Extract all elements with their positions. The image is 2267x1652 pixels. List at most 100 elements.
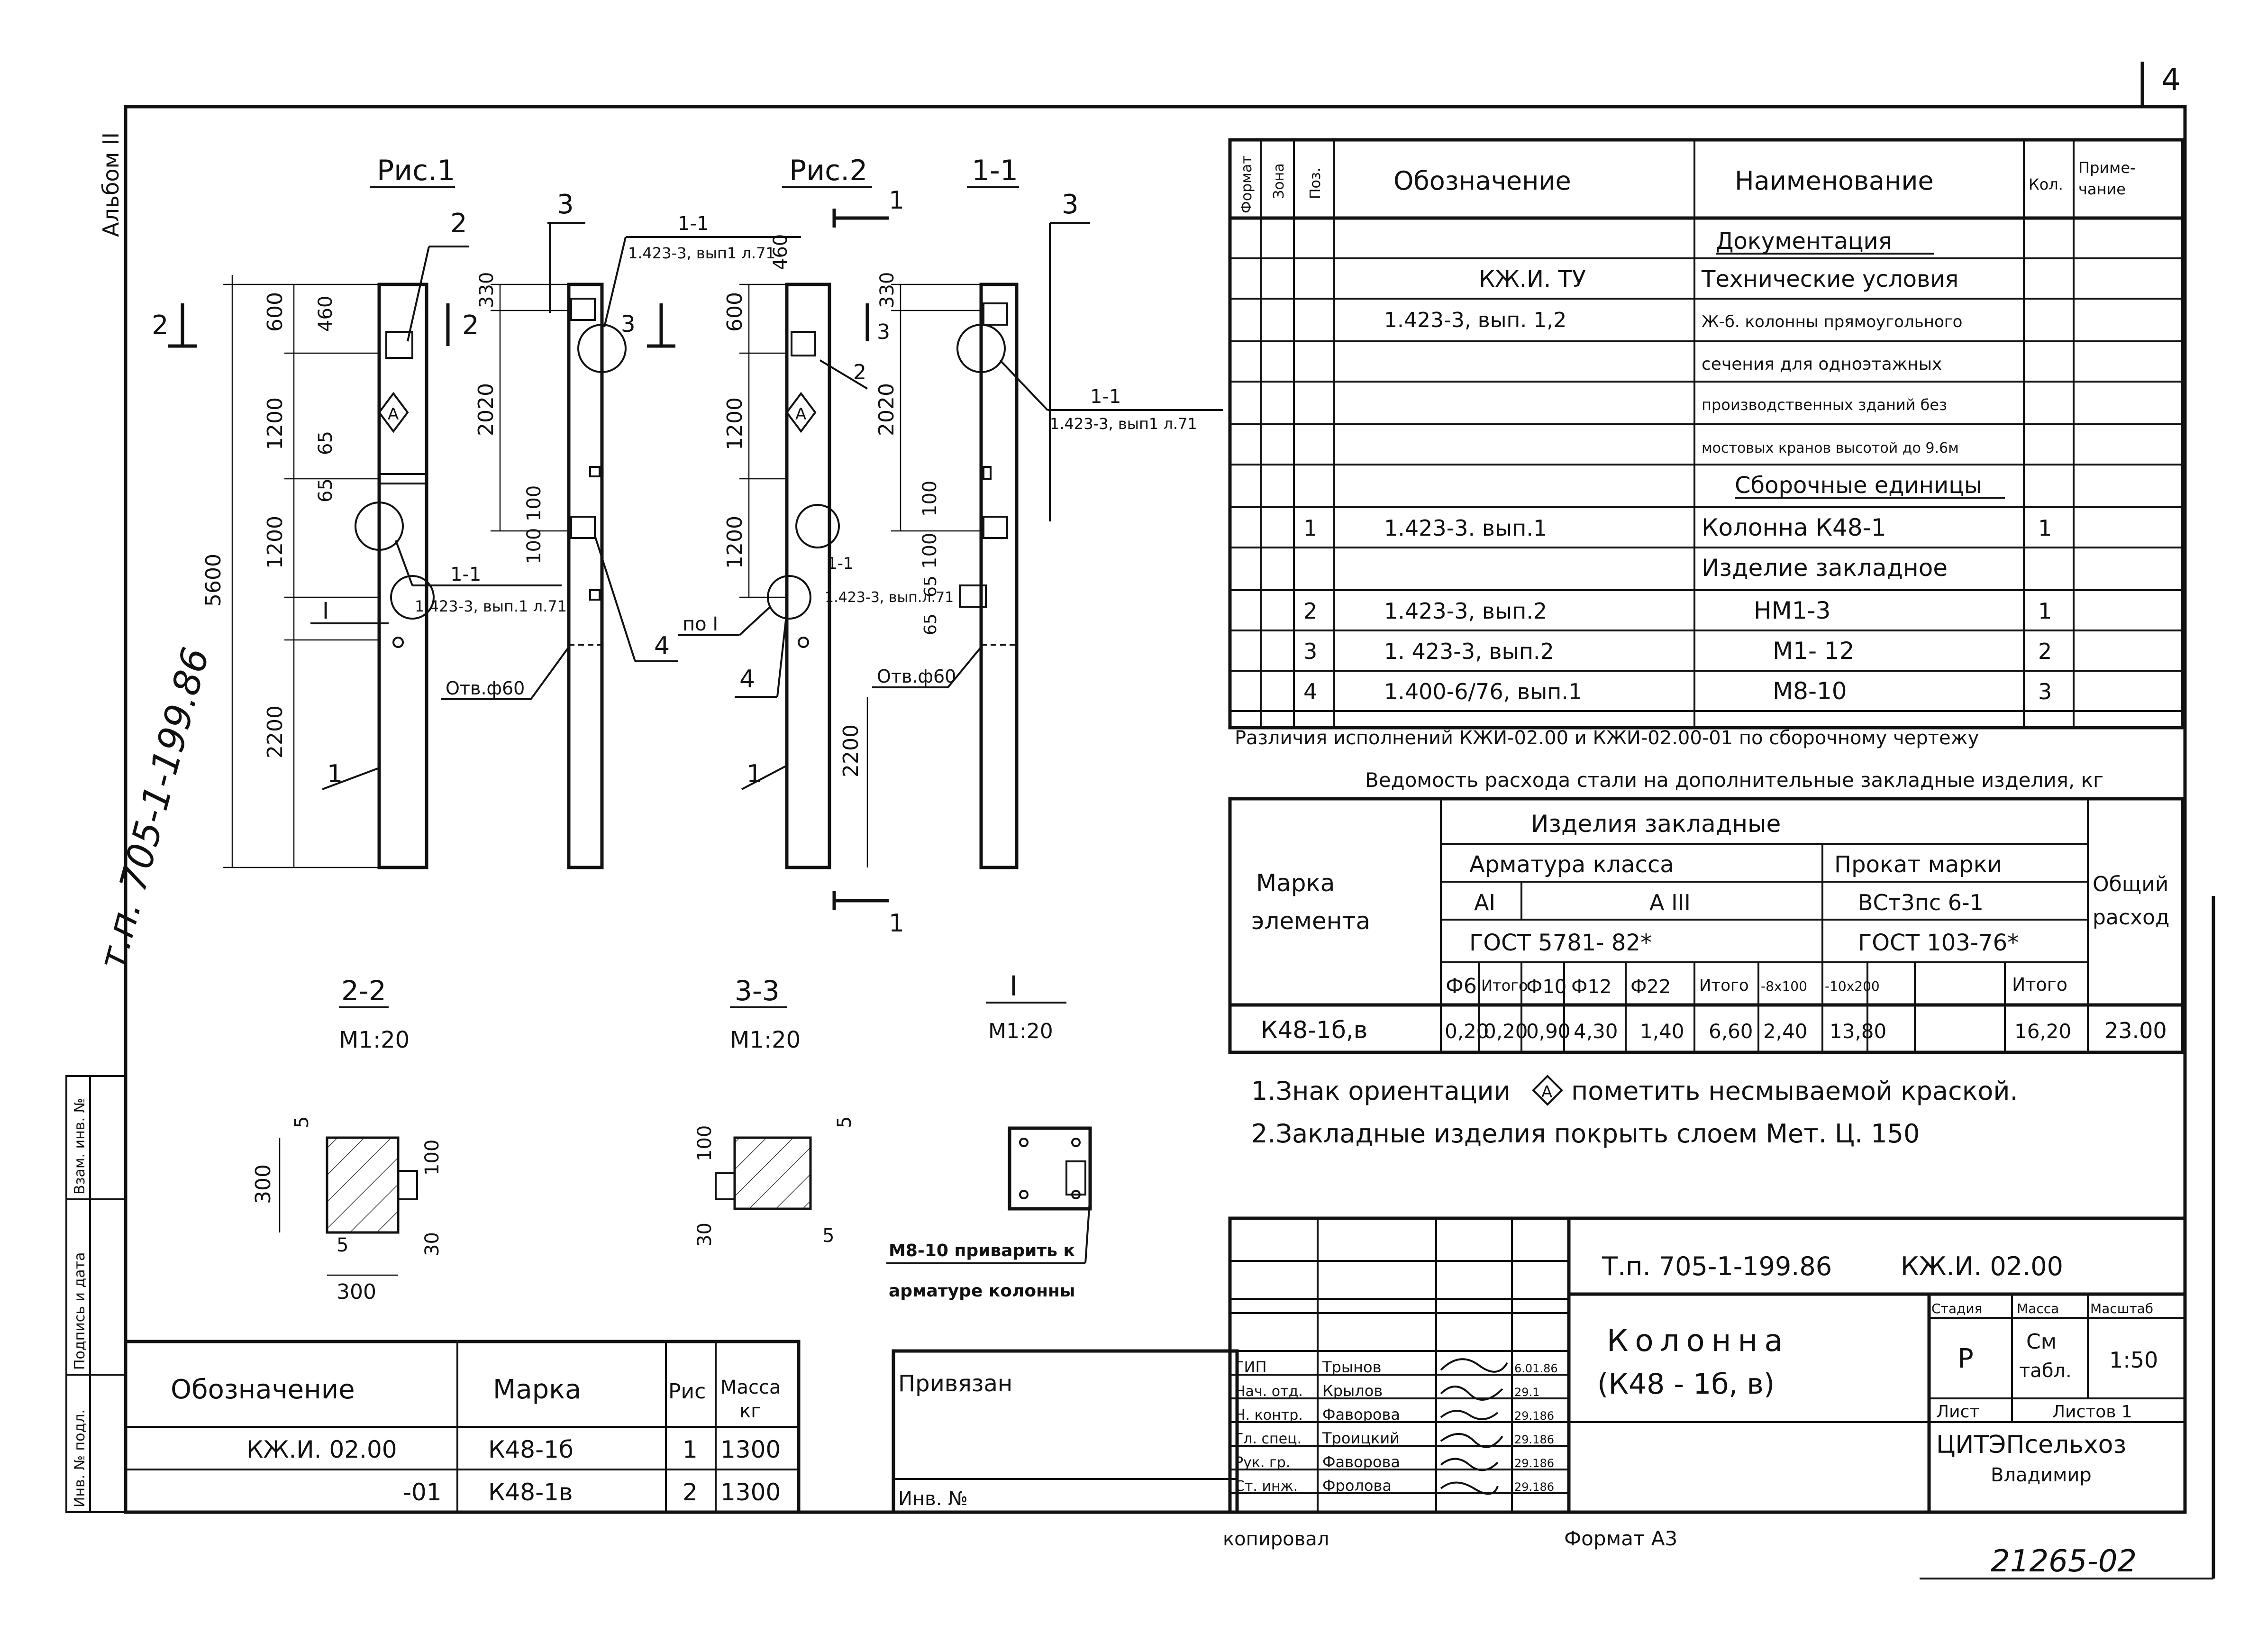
fig2-title: Рис.2 (789, 154, 867, 187)
fig2-side-ref-leader (999, 359, 1048, 411)
fig1-orientation-mark (378, 392, 409, 433)
fig2-ref-title: 1-1 (827, 554, 854, 573)
fig1-side-column (567, 283, 604, 869)
tb-mass-h: Масса (2017, 1301, 2059, 1316)
fig1-detail-circle-2 (390, 575, 435, 620)
tb-date: 29.186 (1514, 1480, 1554, 1494)
copied-label: копировал (1223, 1528, 1329, 1550)
steel-grade: ВСт3пс 6-1 (1858, 890, 1984, 915)
tb-date: 29.186 (1514, 1433, 1554, 1446)
sec22-dim-5b: 5 (337, 1234, 348, 1256)
secI-hole-1 (1019, 1138, 1029, 1147)
fig1-side-ref-leader (603, 237, 627, 328)
fig1-side-dim-2020: 2020 (474, 383, 498, 436)
sec33-scale: М1:20 (730, 1027, 801, 1053)
spec-row-designation: 1. 423-3, вып.2 (1384, 639, 1554, 664)
tb-sheet-h: Лист (1936, 1402, 1979, 1422)
spec-row-name: Документация (1716, 228, 1892, 255)
margin-fields-box (65, 1075, 127, 1513)
fig1-dim-2200: 2200 (263, 705, 287, 758)
fig1-hole-label: Отв.ф60 (446, 678, 525, 699)
fig2-side-callout-3: 3 (1062, 189, 1079, 220)
fig1-column (377, 283, 428, 869)
fig2-ref-sheet: 1.423-3, вып.л.71 (825, 589, 954, 606)
vertical-project-number: т.п. 705-1-199.86 (91, 643, 218, 974)
sec22-concrete (326, 1136, 400, 1234)
fig2-side-embed-top (983, 302, 1008, 326)
spec-row-pos: 4 (1303, 679, 1317, 704)
tb-person: Фаворова (1322, 1453, 1400, 1471)
spec-row-pos: 3 (1303, 639, 1317, 664)
steel-col: Итого (1699, 976, 1749, 995)
fig2-side-column (979, 283, 1019, 869)
steel-class-aiii: А III (1649, 890, 1691, 915)
mark-table (124, 1340, 801, 1514)
steel-row-value: 1,40 (1640, 1020, 1684, 1043)
fig2-dim-1200b: 1200 (723, 516, 747, 569)
fig1-side-callout-3: 3 (557, 189, 574, 220)
steel-mark-header-1: Марка (1256, 869, 1335, 897)
signature (1440, 1410, 1499, 1420)
fig1-title: Рис.1 (377, 154, 455, 187)
fig1-dim-65a: 65 (315, 431, 337, 455)
callout-2: 2 (450, 208, 467, 239)
secI-weld (1065, 1160, 1086, 1196)
weld-note-1: М8-10 приварить к (889, 1241, 1075, 1260)
tb-date: 29.186 (1514, 1409, 1554, 1423)
fig1-side-embed-mid (570, 516, 596, 539)
mark-row-mass: 1300 (720, 1479, 781, 1506)
spec-h-designation: Обозначение (1393, 166, 1571, 196)
fig1-dim-65b: 65 (315, 478, 337, 502)
spec-row-name: М8-10 (1773, 677, 1847, 705)
steel-mark-header-2: элемента (1251, 907, 1370, 935)
fig2-callout-4: 4 (739, 665, 755, 694)
steel-col: Ф10 (1526, 976, 1566, 998)
fig2-hole (798, 637, 809, 648)
format-label: Формат А3 (1564, 1527, 1677, 1550)
tb-person: Троицкий (1322, 1429, 1400, 1447)
steel-row: К48-1б,в 0,20 0,20 0,90 4,30 1,40 6,60 2… (1261, 1016, 2167, 1044)
margin-field-1: Взам. инв. № (72, 1098, 88, 1195)
steel-table (1228, 797, 2185, 1054)
fig2-callout-1-leader (741, 765, 787, 790)
tb-stage-h: Стадия (1931, 1301, 1982, 1316)
spec-row-qty: 3 (2038, 679, 2052, 704)
fig1-embed-top (385, 331, 413, 359)
steel-row-value: 6,60 (1709, 1020, 1753, 1043)
spec-row-qty: 1 (2038, 598, 2052, 624)
fig2-sec11-title: 1-1 (972, 154, 1018, 187)
fig1-hole-leader (530, 646, 570, 700)
cut-3-fig2: 3 (877, 320, 890, 344)
fig1-side-dim-330: 330 (476, 272, 498, 308)
steel-col: Ф12 (1571, 976, 1611, 998)
spec-h-format: Формат (1238, 155, 1255, 213)
tb-role: Н. контр. (1235, 1407, 1303, 1424)
steel-col: Итого (2012, 974, 2067, 995)
steel-total-header-2: расход (2093, 905, 2169, 930)
spec-table (1228, 138, 2185, 730)
spec-h-pos: Поз. (1307, 168, 1324, 199)
mark-row-fig: 2 (683, 1479, 698, 1506)
fig2-side-dim-100a: 100 (919, 481, 941, 517)
fig1-side-ref-title: 1-1 (678, 213, 709, 235)
steel-row-mark: К48-1б,в (1261, 1016, 1367, 1044)
spec-row-designation: 1.423-3. вып.1 (1384, 515, 1547, 541)
spec-row-qty: 2 (2038, 639, 2052, 664)
fig1-dim-460: 460 (315, 296, 337, 332)
tb-name-1: Колонна (1607, 1323, 1790, 1359)
sec22-dim-100: 100 (421, 1140, 443, 1176)
title-block (1228, 1216, 2187, 1514)
stamp-number: 21265-02 (1991, 1544, 2137, 1579)
steel-row-total: 23.00 (2104, 1018, 2167, 1043)
steel-row-value: 0,20 (1445, 1020, 1489, 1043)
sec22-dim-5a: 5 (291, 1116, 313, 1128)
spec-row-designation: 1.423-3, вып. 1,2 (1384, 308, 1566, 332)
spec-row-designation: 1.400-6/76, вып.1 (1384, 679, 1582, 704)
fig2-side-dim-2200: 2200 (839, 724, 863, 777)
fig2-side-embed-detail (959, 584, 987, 608)
secI-plate (1008, 1126, 1092, 1211)
fig2-callout-poI-leader (738, 606, 771, 636)
mark-h-mark: Марка (493, 1374, 581, 1405)
margin-field-3: Инв. № подл. (72, 1409, 88, 1507)
signature (1440, 1433, 1503, 1448)
